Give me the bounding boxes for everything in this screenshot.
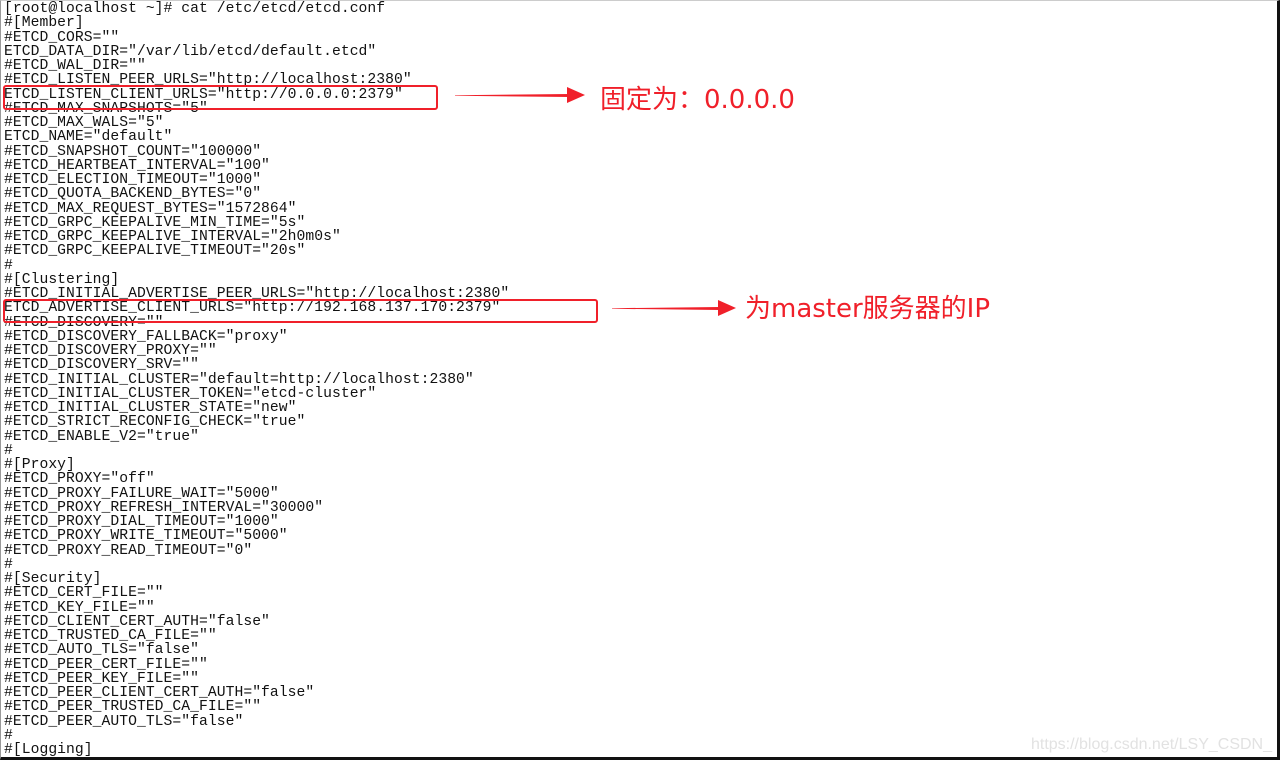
config-line: #ETCD_PEER_AUTO_TLS="false" <box>4 713 244 730</box>
config-line: #ETCD_STRICT_RECONFIG_CHECK="true" <box>4 414 306 431</box>
config-line: #ETCD_DISCOVERY_SRV="" <box>4 357 200 374</box>
config-line: #[Proxy] <box>4 457 75 473</box>
config-line: #ETCD_GRPC_KEEPALIVE_INTERVAL="2h0m0s" <box>4 229 341 245</box>
config-line: #ETCD_TRUSTED_CA_FILE="" <box>4 628 217 644</box>
config-line: #ETCD_WAL_DIR="" <box>4 58 146 74</box>
config-line: #ETCD_PROXY_READ_TIMEOUT="0" <box>4 542 253 559</box>
config-line: #ETCD_PROXY_FAILURE_WAIT="5000" <box>4 485 279 502</box>
watermark: https://blog.csdn.net/LSY_CSDN_ <box>1030 736 1272 753</box>
highlight-advertise-client-urls <box>3 299 598 323</box>
config-line: #ETCD_PROXY_REFRESH_INTERVAL="30000" <box>4 499 324 516</box>
annotation-listen: 固定为：0.0.0.0 <box>600 85 795 115</box>
config-line: #ETCD_LISTEN_PEER_URLS="http://localhost… <box>4 72 412 89</box>
config-line: #[Member] <box>4 15 84 32</box>
config-line: #ETCD_PROXY_WRITE_TIMEOUT="5000" <box>4 528 288 545</box>
config-line: ETCD_NAME="default" <box>4 129 173 146</box>
config-line: #ETCD_QUOTA_BACKEND_BYTES="0" <box>4 186 262 203</box>
config-line: # <box>4 727 13 744</box>
highlight-listen-client-urls <box>3 85 438 110</box>
config-line: #ETCD_GRPC_KEEPALIVE_MIN_TIME="5s" <box>4 214 306 231</box>
config-line: ETCD_ADVERTISE_CLIENT_URLS="http://192.1… <box>4 300 501 317</box>
config-line: #ETCD_PEER_CERT_FILE="" <box>4 656 208 673</box>
config-line: #ETCD_KEY_FILE="" <box>4 599 155 616</box>
config-line: #[Clustering] <box>4 271 120 288</box>
config-line: #ETCD_PEER_TRUSTED_CA_FILE="" <box>4 699 262 716</box>
config-line: #ETCD_ELECTION_TIMEOUT="1000" <box>4 172 262 188</box>
config-line: #ETCD_HEARTBEAT_INTERVAL="100" <box>4 157 270 174</box>
config-line: #ETCD_ENABLE_V2="true" <box>4 428 200 445</box>
config-line: #ETCD_DISCOVERY_PROXY="" <box>4 343 217 359</box>
config-line: #ETCD_DISCOVERY_FALLBACK="proxy" <box>4 328 288 345</box>
config-line: # <box>4 556 13 573</box>
config-line: #ETCD_MAX_REQUEST_BYTES="1572864" <box>4 200 297 217</box>
config-line: #ETCD_INITIAL_CLUSTER_TOKEN="etcd-cluste… <box>4 385 377 402</box>
config-line: #ETCD_CORS="" <box>4 29 120 46</box>
config-line: #ETCD_CERT_FILE="" <box>4 585 164 602</box>
config-line: #ETCD_PEER_CLIENT_CERT_AUTH="false" <box>4 685 315 701</box>
config-line: #ETCD_SNAPSHOT_COUNT="100000" <box>4 143 262 160</box>
config-line: # <box>4 442 13 459</box>
config-line: #ETCD_CLIENT_CERT_AUTH="false" <box>4 613 270 630</box>
config-line: #ETCD_MAX_WALS="5" <box>4 115 164 131</box>
config-line: ETCD_DATA_DIR="/var/lib/etcd/default.etc… <box>4 43 377 60</box>
config-line: #ETCD_PROXY_DIAL_TIMEOUT="1000" <box>4 514 279 530</box>
config-line: #ETCD_INITIAL_CLUSTER="default=http://lo… <box>4 371 474 388</box>
shell-command-line: [root@localhost ~]# cat /etc/etcd/etcd.c… <box>4 1 386 17</box>
config-line: #ETCD_INITIAL_ADVERTISE_PEER_URLS="http:… <box>4 286 510 302</box>
config-line: #ETCD_PEER_KEY_FILE="" <box>4 670 200 687</box>
config-line: #ETCD_PROXY="off" <box>4 471 155 488</box>
annotation-advertise: 为master服务器的IP <box>745 294 991 324</box>
config-line: #ETCD_AUTO_TLS="false" <box>4 642 200 659</box>
terminal-output: [root@localhost ~]# cat /etc/etcd/etcd.c… <box>4 1 510 758</box>
config-line: #[Logging] <box>4 742 93 758</box>
config-line: #[Security] <box>4 571 102 587</box>
config-line: #ETCD_INITIAL_CLUSTER_STATE="new" <box>4 400 297 416</box>
config-line: ETCD_LISTEN_CLIENT_URLS="http://0.0.0.0:… <box>4 86 403 103</box>
config-line: # <box>4 257 13 274</box>
config-line: #ETCD_GRPC_KEEPALIVE_TIMEOUT="20s" <box>4 243 306 260</box>
